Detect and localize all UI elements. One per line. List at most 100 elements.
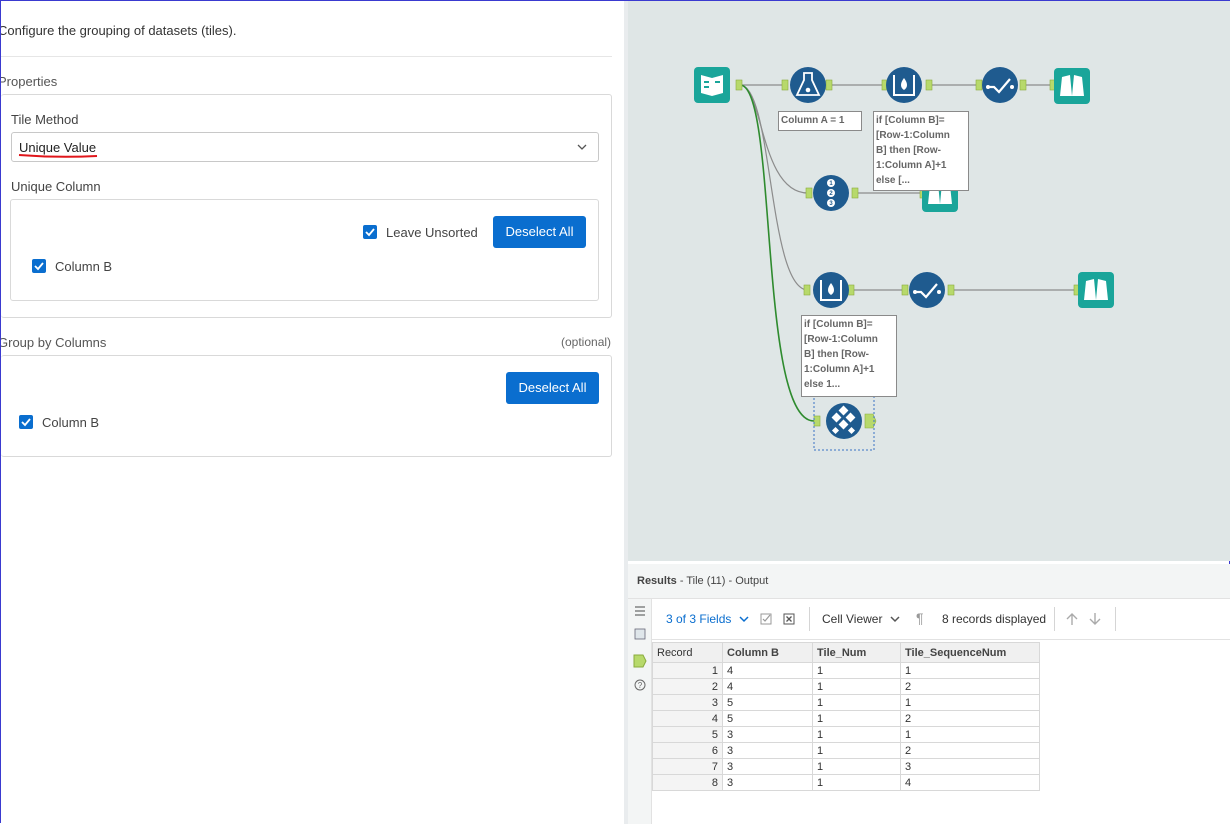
record-id-digit: 2 xyxy=(829,191,833,197)
check-edit-icon[interactable] xyxy=(760,613,773,626)
table-cell: 1 xyxy=(812,774,901,791)
properties-card xyxy=(1,94,612,318)
table-cell: 2 xyxy=(900,710,1040,727)
results-header: Results - Tile (11) - Output xyxy=(628,564,1230,599)
formula-annotation-1: if [Column B]= [Row-1:Column B] then [Ro… xyxy=(873,111,969,191)
unique-column-b-checkbox[interactable] xyxy=(32,259,46,273)
workflow-canvas[interactable]: 1 2 3 xyxy=(628,1,1230,561)
annotation-line: else [... xyxy=(876,175,910,186)
annotation-line: if [Column B]= xyxy=(876,115,945,126)
formula-annotation-2: if [Column B]= [Row-1:Column B] then [Ro… xyxy=(801,315,897,397)
table-cell: 1 xyxy=(812,678,901,695)
record-id-digit: 1 xyxy=(829,181,833,187)
properties-title: Properties xyxy=(1,74,58,89)
fields-selector[interactable]: 3 of 3 Fields xyxy=(666,612,749,626)
group-by-card xyxy=(1,355,612,457)
results-toolbar: 3 of 3 Fields Cell Viewer ¶ 8 records di… xyxy=(652,599,1230,640)
browse-tool[interactable] xyxy=(1078,272,1114,308)
checkmark-icon xyxy=(365,228,375,237)
table-cell: 2 xyxy=(900,742,1040,759)
red-underline-annotation xyxy=(18,154,98,158)
select-records-tool[interactable] xyxy=(909,272,945,308)
record-cell: 7 xyxy=(652,758,723,775)
chevron-down-icon xyxy=(739,616,749,623)
table-cell: 1 xyxy=(812,662,901,679)
table-cell: 3 xyxy=(900,758,1040,775)
column-header[interactable]: Tile_Num xyxy=(812,642,901,663)
results-table: Record Column B Tile_Num Tile_SequenceNu… xyxy=(652,642,1040,791)
annotation-line: [Row-1:Column xyxy=(804,334,878,345)
cell-viewer-selector[interactable]: Cell Viewer xyxy=(822,612,900,626)
results-subtitle: - Tile (11) - Output xyxy=(679,575,769,587)
annotation-line: else 1... xyxy=(804,379,841,390)
table-cell: 2 xyxy=(900,678,1040,695)
table-cell: 1 xyxy=(900,662,1040,679)
help-icon[interactable]: ? xyxy=(634,679,646,691)
input-data-tool[interactable] xyxy=(694,67,730,103)
fields-label: 3 of 3 Fields xyxy=(666,612,732,626)
record-cell: 4 xyxy=(652,710,723,727)
checkmark-icon xyxy=(34,262,44,271)
table-cell: 1 xyxy=(812,742,901,759)
record-cell: 5 xyxy=(652,726,723,743)
unique-column-box xyxy=(10,199,599,301)
record-cell: 2 xyxy=(652,678,723,695)
group-column-b-checkbox[interactable] xyxy=(19,415,33,429)
checkmark-icon xyxy=(21,418,31,427)
leave-unsorted-checkbox[interactable] xyxy=(363,225,377,239)
multi-row-formula-tool[interactable] xyxy=(886,67,922,103)
arrow-up-icon[interactable] xyxy=(1066,612,1078,626)
tile-method-select[interactable]: Unique Value xyxy=(11,132,599,162)
group-by-title: Group by Columns xyxy=(1,335,107,350)
configuration-panel: Configure the grouping of datasets (tile… xyxy=(1,1,624,824)
table-header-row: Record Column B Tile_Num Tile_SequenceNu… xyxy=(652,642,1040,663)
filter-tool[interactable] xyxy=(790,67,826,103)
multi-row-formula-tool[interactable] xyxy=(813,272,849,308)
results-sidebar: ? xyxy=(628,599,652,824)
records-count: 8 records displayed xyxy=(942,612,1047,626)
output-anchor-icon[interactable] xyxy=(633,654,647,668)
workflow-diagram: 1 2 3 xyxy=(694,67,1114,451)
column-header[interactable]: Column B xyxy=(722,642,813,663)
svg-text:?: ? xyxy=(638,681,643,690)
table-cell: 1 xyxy=(900,694,1040,711)
divider xyxy=(1,56,612,57)
deselect-all-button[interactable]: Deselect All xyxy=(493,216,586,248)
cell-viewer-label: Cell Viewer xyxy=(822,612,883,626)
table-cell: 3 xyxy=(722,758,813,775)
tile-method-value: Unique Value xyxy=(19,140,97,155)
column-header[interactable]: Record xyxy=(652,642,723,663)
panel-splitter[interactable] xyxy=(624,1,628,824)
arrow-down-icon[interactable] xyxy=(1089,612,1101,626)
annotation-line: 1:Column A]+1 xyxy=(804,364,875,375)
tile-tool[interactable] xyxy=(813,391,875,451)
toolbar-divider xyxy=(1115,607,1116,631)
select-records-tool[interactable] xyxy=(982,67,1018,103)
pilcrow-icon[interactable]: ¶ xyxy=(916,610,924,626)
column-header[interactable]: Tile_SequenceNum xyxy=(900,642,1040,663)
unique-column-b-label: Column B xyxy=(55,259,113,274)
toolbar-divider xyxy=(809,607,810,631)
optional-label: (optional) xyxy=(561,335,612,349)
leave-unsorted-label: Leave Unsorted xyxy=(386,225,478,240)
browse-tool[interactable] xyxy=(1054,68,1090,104)
record-cell: 3 xyxy=(652,694,723,711)
filter-annotation: Column A = 1 xyxy=(778,111,862,131)
chevron-down-icon xyxy=(890,616,900,623)
config-description: Configure the grouping of datasets (tile… xyxy=(1,23,237,38)
group-deselect-all-button[interactable]: Deselect All xyxy=(506,372,599,404)
table-cell: 1 xyxy=(812,710,901,727)
list-icon[interactable] xyxy=(634,605,646,617)
input-anchor-icon[interactable] xyxy=(634,628,646,640)
clear-icon[interactable] xyxy=(783,613,796,626)
record-id-tool[interactable]: 1 2 3 xyxy=(813,175,849,211)
results-title: Results - Tile (11) - Output xyxy=(637,575,768,587)
